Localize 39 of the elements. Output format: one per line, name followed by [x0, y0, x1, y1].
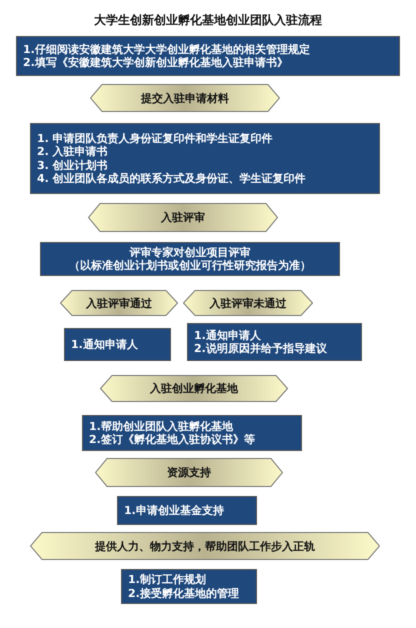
- step-label: 提交入驻申请材料: [141, 90, 229, 106]
- info-text: 1. 申请团队负责人身份证复印件和学生证复印件: [37, 132, 274, 146]
- info-text: 评审专家对创业项目评审: [128, 246, 252, 259]
- info-box: [117, 496, 257, 525]
- step-label: 入驻创业孵化基地: [150, 381, 238, 396]
- info-text: 1.申请创业基金支持: [124, 504, 225, 518]
- step-label: 入驻评审: [161, 210, 205, 225]
- info-text: 3. 创业计划书: [37, 158, 109, 172]
- info-text: 2.签订《孵化基地入驻协议书》等: [89, 433, 256, 446]
- step-banner: [183, 290, 313, 316]
- info-text: 2.填写《安徽建筑大学创新创业孵化基地入驻申请书》: [23, 56, 289, 70]
- step-banner: [30, 532, 380, 560]
- info-box: [16, 36, 400, 76]
- info-box: [187, 323, 362, 361]
- info-box: [30, 123, 380, 194]
- info-box: [82, 415, 302, 451]
- info-text: 2.说明原因并给予指导建议: [194, 342, 328, 356]
- diagram-title: 大学生创新创业孵化基地创业团队入驻流程: [93, 12, 323, 29]
- info-box: [40, 242, 340, 276]
- info-text: 1.通知申请人: [71, 338, 139, 352]
- info-text: 1.帮助创业团队入驻孵化基地: [89, 420, 234, 433]
- step-banner: [95, 458, 283, 487]
- step-banner: [60, 290, 178, 316]
- info-text: （以标准创业计划书或创业可行性研究报告为准）: [68, 259, 312, 272]
- step-label: 入驻评审通过: [86, 296, 152, 310]
- step-label: 资源支持: [167, 465, 211, 480]
- step-banner: [88, 203, 278, 232]
- step-label: 提供人力、物力支持，帮助团队工作步入正轨: [95, 538, 315, 554]
- info-text: 2. 入驻申请书: [37, 145, 109, 158]
- info-box: [64, 328, 171, 361]
- step-banner: [100, 375, 288, 402]
- info-text: 1.通知申请人: [194, 328, 262, 342]
- info-text: 2.接受孵化基地的管理: [128, 586, 240, 600]
- step-label: 入驻评审未通过: [210, 296, 286, 310]
- info-text: 1.仔细阅读安徽建筑大学大学创业孵化基地的相关管理规定: [23, 42, 311, 56]
- step-banner: [90, 84, 280, 112]
- info-box: [121, 569, 257, 604]
- info-text: 1.制订工作规划: [128, 573, 207, 586]
- info-text: 4. 创业团队各成员的联系方式及身份证、学生证复印件: [37, 172, 307, 185]
